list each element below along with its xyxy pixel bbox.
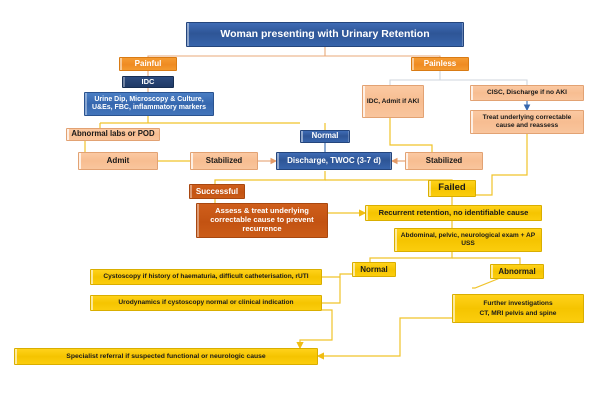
node-stabilized-right[interactable]: Stabilized	[405, 152, 483, 170]
node-recurrent-retention[interactable]: Recurrent retention, no identifiable cau…	[365, 205, 542, 221]
node-cystoscopy[interactable]: Cystoscopy if history of haematuria, dif…	[90, 269, 322, 285]
node-successful[interactable]: Successful	[189, 184, 245, 199]
node-treat-underlying[interactable]: Treat underlying correctable cause and r…	[470, 110, 584, 134]
node-painful[interactable]: Painful	[119, 57, 177, 71]
node-idc-admit-aki[interactable]: IDC, Admit if AKI	[362, 85, 424, 118]
node-further-investigations[interactable]: Further investigations CT, MRI pelvis an…	[452, 294, 584, 323]
node-stabilized-left[interactable]: Stabilized	[190, 152, 258, 170]
node-discharge-twoc[interactable]: Discharge, TWOC (3-7 d)	[276, 152, 392, 170]
node-cisc-discharge[interactable]: CISC, Discharge if no AKI	[470, 85, 584, 101]
node-painless[interactable]: Painless	[411, 57, 469, 71]
node-abnormal-labs[interactable]: Abnormal labs or POD	[66, 128, 160, 141]
node-failed[interactable]: Failed	[428, 180, 476, 197]
node-idc[interactable]: IDC	[122, 76, 174, 88]
node-normal-lower[interactable]: Normal	[352, 262, 396, 277]
node-admit[interactable]: Admit	[78, 152, 158, 170]
node-abnormal-lower[interactable]: Abnormal	[490, 264, 544, 279]
node-urodynamics[interactable]: Urodynamics if cystoscopy normal or clin…	[90, 295, 322, 311]
node-initial-labs[interactable]: Urine Dip, Microscopy & Culture, U&Es, F…	[84, 92, 214, 116]
further-investigations-line2: CT, MRI pelvis and spine	[479, 309, 557, 317]
further-investigations-line1: Further investigations	[483, 299, 553, 307]
node-root[interactable]: Woman presenting with Urinary Retention	[186, 22, 464, 47]
node-normal-top[interactable]: Normal	[300, 130, 350, 143]
node-specialist-referral[interactable]: Specialist referral if suspected functio…	[14, 348, 318, 365]
node-assess-treat[interactable]: Assess & treat underlying correctable ca…	[196, 203, 328, 238]
node-exam-uss[interactable]: Abdominal, pelvic, neurological exam + A…	[394, 228, 542, 252]
